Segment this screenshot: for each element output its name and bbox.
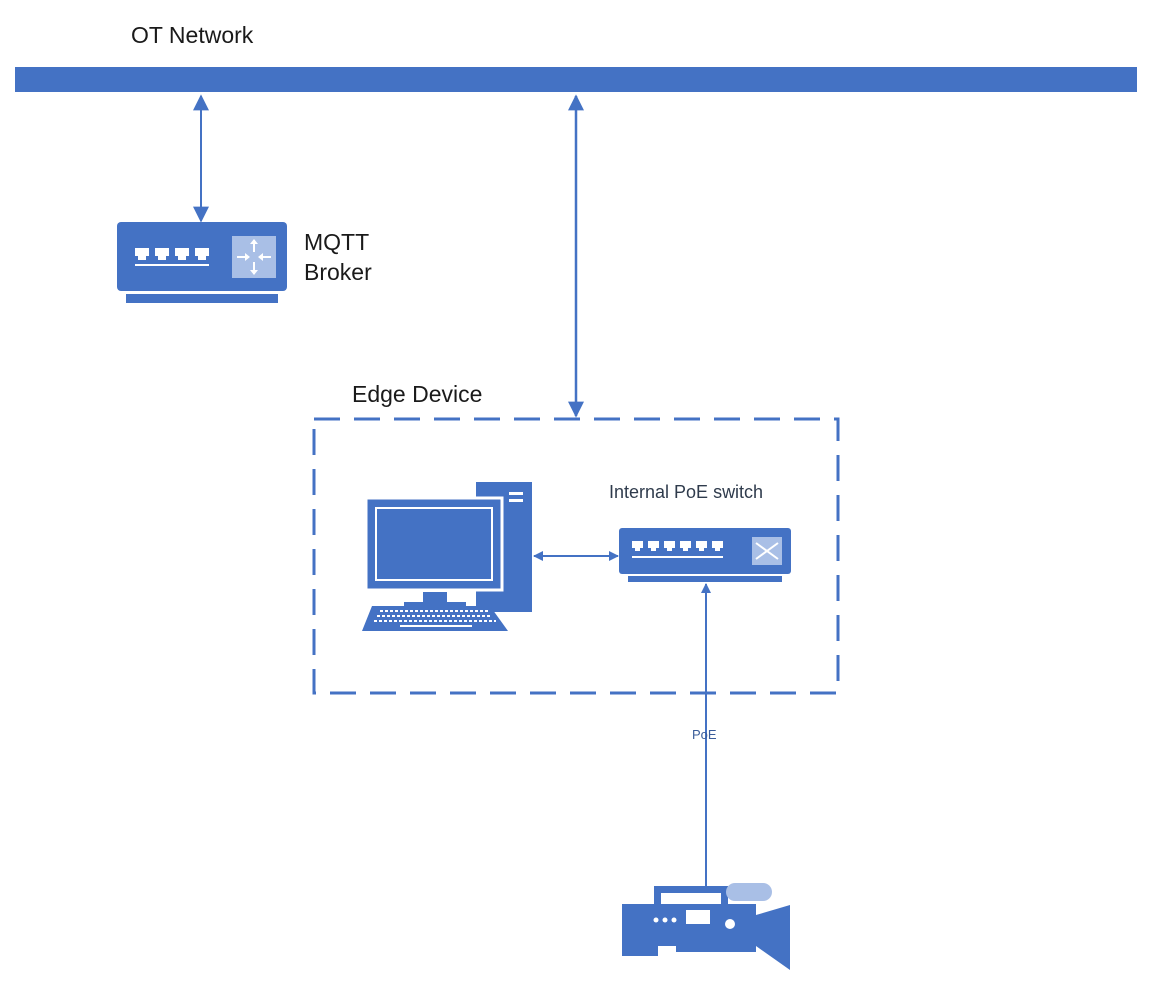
- edge-device-boundary: [312, 417, 840, 695]
- edge-device-label: Edge Device: [352, 381, 483, 407]
- network-switch-icon: [619, 528, 791, 582]
- internal-poe-switch-label: Internal PoE switch: [609, 482, 764, 502]
- mqtt-broker-label: MQTT Broker: [304, 228, 372, 288]
- video-camera-icon: [622, 883, 790, 970]
- mqtt-broker-label-line1: MQTT: [304, 229, 370, 255]
- desktop-computer-icon: [362, 482, 532, 631]
- mqtt-broker-label-line2: Broker: [304, 258, 372, 285]
- ot-network-label: OT Network: [131, 22, 254, 48]
- router-icon: [117, 222, 287, 303]
- ot-network-bus: [15, 67, 1137, 92]
- poe-link-label: PoE: [692, 727, 717, 742]
